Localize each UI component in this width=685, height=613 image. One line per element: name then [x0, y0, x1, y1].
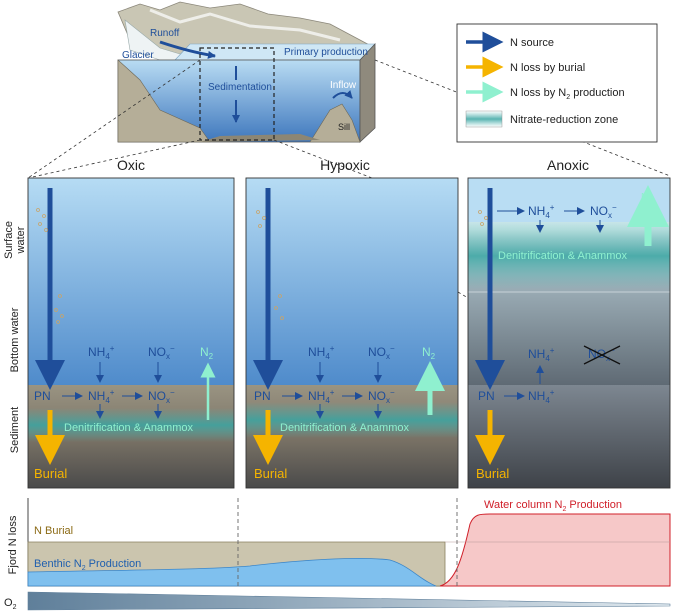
nh4-surface-label: NH4+ [528, 203, 555, 220]
plot-ylabel: Fjord N loss [7, 515, 19, 574]
panel-title-anoxic: Anoxic [547, 157, 589, 173]
legend-n-source-text: N source [510, 37, 554, 49]
nitrate-reduction-zone [468, 222, 670, 290]
legend-n2-text: N loss by N2 production [510, 87, 625, 101]
depth-label-bottom: Bottom water [9, 307, 21, 372]
nox-sed-label: NOx− [368, 388, 395, 405]
water-column-n2-area [439, 513, 671, 587]
nh4-bottom-label: NH4+ [308, 344, 335, 361]
denit-label: Denitrification & Anammox [64, 422, 193, 434]
burial-label: Burial [476, 466, 509, 481]
pn-label: PN [478, 389, 495, 403]
nh4-sed-label: NH4+ [308, 388, 335, 405]
fjord-block: Runoff Glacier Primary production Sedime… [117, 1, 376, 143]
sill-shape [309, 103, 361, 143]
denit-label: Denitrification & Anammox [280, 422, 409, 434]
o2-gradient: O2 [4, 591, 671, 611]
nitrate-reduction-zone [246, 402, 458, 438]
depth-label-sediment: Sediment [9, 407, 21, 453]
nh4-sed-label: NH4+ [88, 388, 115, 405]
zone-swatch-icon [465, 110, 503, 128]
panel-oxic: NH4+ NOx− N2 PN NH4+ NOx− Denitrificatio… [27, 177, 235, 489]
water-column-n2-label: Water column N2 Production [484, 499, 622, 513]
n-burial-label: N Burial [34, 525, 73, 537]
sedimentation-label: Sedimentation [208, 82, 272, 93]
denit-label: Denitrification & Anammox [498, 250, 627, 262]
nh4-bottom-label: NH4+ [88, 344, 115, 361]
nox-bottom-label: NOx− [368, 344, 395, 361]
depth-label-surface: Surface [3, 221, 15, 259]
nox-surface-label: NOx− [590, 203, 617, 220]
nox-bottom-label: NOx− [148, 344, 175, 361]
burial-label: Burial [34, 466, 67, 481]
nh4-bottom-label: NH4+ [528, 346, 555, 363]
zoom-box [199, 47, 275, 141]
n2-label: N2 [422, 345, 436, 361]
nh4-sed-label: NH4+ [528, 388, 555, 405]
n2-label: N2 [641, 192, 652, 205]
nox-sed-label: NOx− [148, 388, 175, 405]
burial-label: Burial [254, 466, 287, 481]
primary-production-label: Primary production [284, 47, 368, 58]
depth-label-surface-water: water [15, 226, 27, 254]
glacier-label: Glacier [122, 50, 154, 61]
panel-title-oxic: Oxic [117, 157, 145, 173]
pn-label: PN [34, 389, 51, 403]
panel-anoxic: N2 NH4+ NOx− Denitrification & Anammox N… [467, 177, 671, 489]
sill-label: Sill [338, 122, 350, 132]
panel-hypoxic: NH4+ NOx− N2 PN NH4+ NOx− Denitrificatio… [245, 177, 459, 489]
benthic-n2-area [27, 558, 437, 587]
runoff-label: Runoff [150, 28, 180, 39]
o2-label: O2 [4, 597, 17, 611]
pn-label: PN [254, 389, 271, 403]
panel-title-hypoxic: Hypoxic [320, 157, 370, 173]
legend-burial-text: N loss by burial [510, 62, 585, 74]
inflow-label: Inflow [330, 80, 357, 91]
n-loss-plot: Fjord N loss N Burial Benthic N2 Product… [7, 498, 671, 587]
n2-label: N2 [200, 345, 214, 361]
benthic-n2-label: Benthic N2 Production [34, 558, 141, 572]
cross-icon [583, 345, 621, 365]
legend: N source N loss by burial N loss by N2 p… [456, 23, 658, 143]
legend-zone-text: Nitrate-reduction zone [510, 114, 618, 126]
